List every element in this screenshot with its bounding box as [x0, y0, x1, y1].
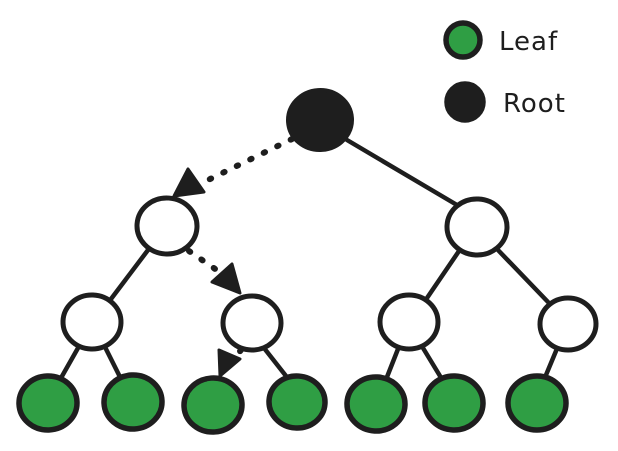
tree-edge-LL-leaf-2	[103, 346, 123, 380]
tree-edge-RR-leaf-7	[543, 348, 559, 378]
arrowhead-icon-L-LR	[210, 262, 242, 295]
tree-edge-LR-leaf-4	[261, 345, 289, 379]
tree-edge-LL-leaf-1	[58, 345, 81, 381]
arrowhead-icon-LR-leaf-3	[217, 348, 242, 378]
tree-node-leaf-4	[266, 373, 328, 431]
tree-nodes	[16, 87, 599, 435]
tree-node-R	[444, 196, 510, 258]
tree-node-leaf-5	[344, 374, 408, 434]
tree-node-RR	[537, 295, 599, 353]
arrowhead-icon-root-L	[172, 167, 206, 198]
tree-node-root	[286, 87, 354, 153]
legend-leaf-swatch-icon	[443, 20, 483, 60]
tree-edge-root-R	[344, 137, 460, 208]
tree-edge-LR-leaf-3	[233, 347, 244, 359]
legend-leaf-label: Leaf	[499, 27, 558, 57]
tree-node-leaf-6	[422, 373, 486, 433]
tree-edge-L-LR	[186, 248, 224, 276]
tree-edges	[58, 136, 559, 381]
tree-edge-RL-leaf-5	[384, 346, 401, 380]
tree-node-leaf-2	[101, 372, 165, 432]
tree-node-L	[134, 195, 200, 257]
tree-edge-L-LL	[108, 247, 151, 302]
tree-edge-R-RL	[424, 248, 462, 301]
tree-node-leaf-7	[505, 373, 569, 433]
tree-node-LL	[60, 292, 124, 352]
tree-node-LR	[220, 293, 284, 353]
tree-edge-R-RR	[494, 246, 551, 305]
tree-node-leaf-3	[181, 375, 245, 435]
legend-root-swatch-icon	[444, 81, 486, 123]
legend-root-label: Root	[503, 89, 566, 119]
traversal-arrowheads	[172, 167, 242, 378]
tree-node-RL	[377, 292, 441, 352]
tree-edge-RL-leaf-6	[420, 345, 443, 379]
tree-node-leaf-1	[16, 373, 80, 433]
tree-edge-root-L	[203, 136, 295, 184]
legend: Leaf Root	[443, 20, 566, 123]
